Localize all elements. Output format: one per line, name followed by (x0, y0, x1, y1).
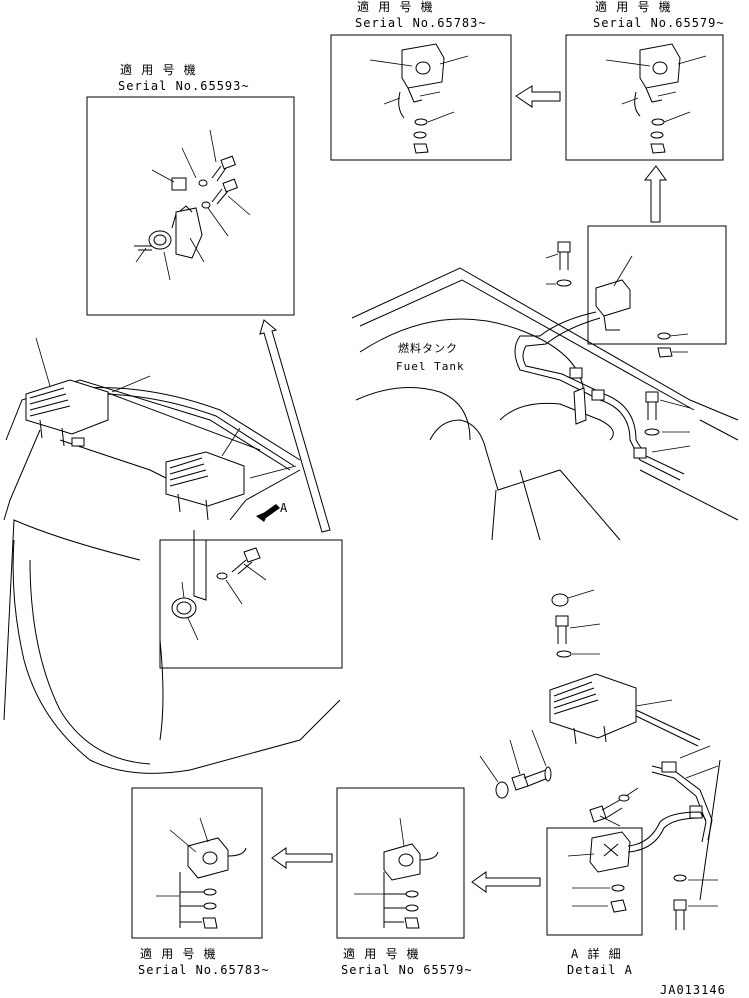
work-lamp (549, 673, 637, 739)
washer-part (413, 131, 427, 139)
inset-serial-65593: 適 用 号 機 Serial No.65593~ (86, 62, 295, 316)
applicable-label-65579-bottom: 適 用 号 機 (343, 946, 420, 961)
serial-label-65579-bottom: Serial No 65579~ (341, 963, 473, 977)
cab-assembly: A (3, 337, 341, 774)
washer-part (201, 201, 211, 209)
lamp-part (148, 230, 172, 250)
nut-part (413, 143, 429, 154)
bolt-part (673, 899, 687, 911)
fuel-tank-en-label: Fuel Tank (396, 360, 465, 373)
washer-part (673, 874, 687, 882)
washer-part (216, 572, 228, 580)
arrow-up-icon (643, 165, 667, 223)
arrow-left-icon (271, 847, 333, 869)
detail-a-en-label: Detail A (567, 963, 633, 977)
washer-part (405, 904, 419, 912)
serial-label-65579-top: Serial No.65579~ (593, 16, 725, 30)
washer-part (405, 890, 419, 898)
bolt-part (589, 805, 607, 823)
bolt-part (557, 241, 571, 253)
washer-part (556, 279, 572, 287)
figure-code: JA013146 (660, 983, 726, 997)
arrow-up-icon (259, 319, 331, 533)
bolt-part (211, 155, 236, 182)
applicable-label-65783-bottom: 適 用 号 機 (140, 946, 217, 961)
serial-label-65783-top: Serial No.65783~ (355, 16, 487, 30)
applicable-label-65579-top: 適 用 号 機 (595, 0, 672, 14)
nut-part (650, 143, 666, 154)
lamp-part (171, 597, 197, 619)
washer-part (650, 131, 664, 139)
bolt-part (645, 391, 659, 403)
clip-part (171, 177, 187, 191)
arrow-left-icon (471, 871, 541, 893)
washer-part (414, 118, 428, 126)
inset-serial-65783-top: 適 用 号 機 Serial No.65783~ (330, 0, 512, 161)
washer-part (644, 428, 660, 436)
bolt-part (211, 178, 238, 205)
cab-detail-inset (159, 530, 343, 669)
washer-part (203, 888, 217, 896)
washer-part (657, 332, 671, 340)
washer-part (556, 650, 572, 658)
bolt-part (243, 547, 261, 563)
washer-part (544, 766, 552, 782)
bolt-part (555, 615, 569, 627)
cap-part (551, 593, 569, 607)
serial-label-65593: Serial No.65593~ (118, 79, 250, 93)
lamp-part (589, 831, 631, 873)
lamp-part (595, 279, 631, 317)
applicable-label-65783-top: 適 用 号 機 (357, 0, 434, 14)
serial-label-65783-bottom: Serial No.65783~ (138, 963, 270, 977)
washer-part (611, 884, 625, 892)
nut-part (404, 917, 420, 929)
nut-part (202, 917, 218, 929)
washer-part (198, 179, 208, 187)
inset-serial-65579-bottom: 適 用 号 機 Serial No 65579~ (336, 787, 473, 977)
lamp-exploded-assembly (479, 589, 721, 930)
bracket-part (175, 207, 203, 259)
view-a-label: A (280, 501, 288, 515)
nut-part (495, 781, 509, 799)
nut-part (610, 899, 627, 913)
washer-part (651, 118, 665, 126)
washer-part (203, 902, 217, 910)
nut-part (657, 347, 673, 358)
detail-a-jp-label: A 詳 細 (571, 946, 622, 961)
inset-serial-65579-top: 適 用 号 機 Serial No.65579~ (565, 0, 725, 161)
applicable-label-65593: 適 用 号 機 (120, 62, 197, 77)
work-lamp (165, 451, 245, 507)
arrow-left-icon (515, 85, 561, 108)
washer-part (618, 794, 630, 802)
fuel-tank-jp-label: 燃料タンク (398, 341, 458, 355)
bolt-part (511, 773, 529, 791)
view-a-arrow-icon (256, 504, 280, 522)
fuel-tank-assembly: 燃料タンク Fuel Tank (351, 225, 739, 541)
inset-serial-65783-bottom: 適 用 号 機 Serial No.65783~ (131, 787, 270, 977)
detail-a-inset: A 詳 細 Detail A (546, 811, 707, 977)
